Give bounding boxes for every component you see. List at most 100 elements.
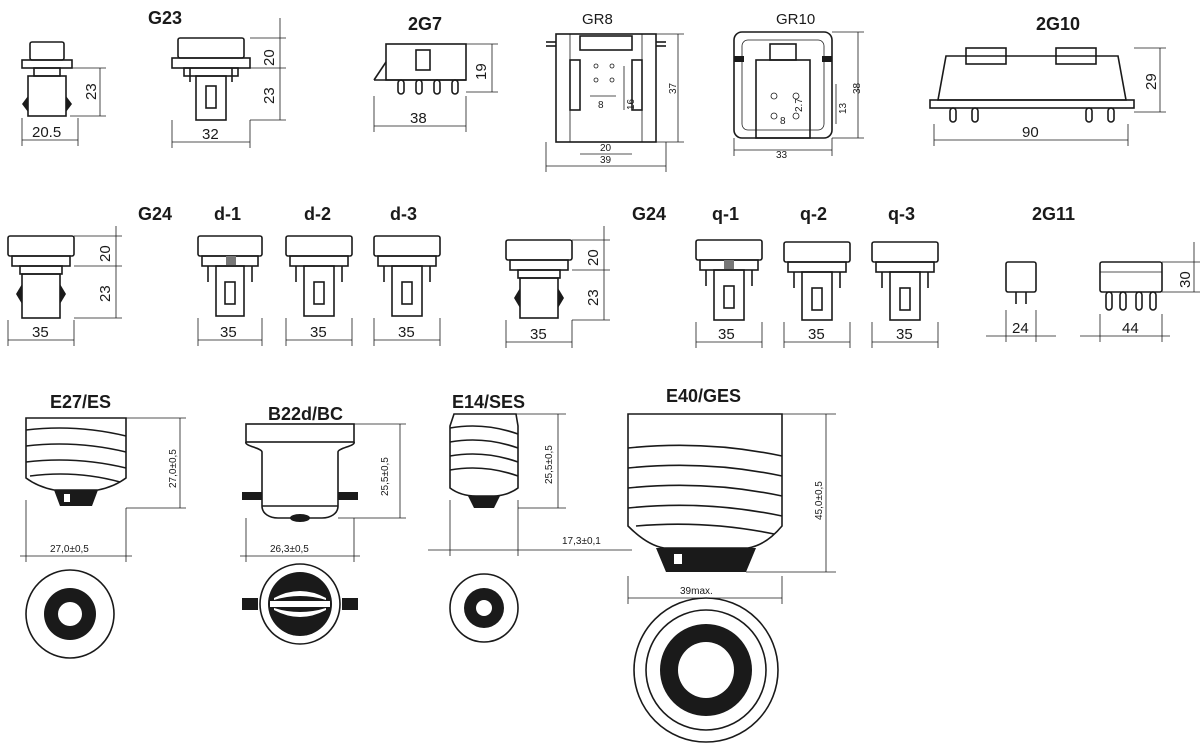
base-title: G23 (148, 8, 182, 28)
base-2g11: 2G11 24 44 30 (986, 204, 1200, 342)
base-title: G24 (632, 204, 666, 224)
dimension-label: 32 (202, 126, 219, 143)
dimension-label: 39max. (680, 586, 713, 597)
base-e27: E27/ES 27,0±0,5 27,0±0,5 (20, 392, 186, 659)
dimension-label: 35 (808, 326, 825, 343)
dimension-label: 90 (1022, 124, 1039, 141)
dimension-label: 20.5 (32, 124, 61, 141)
dimension-label: 25,5±0,5 (380, 457, 391, 496)
base-title: d-1 (214, 204, 241, 224)
base-title: E40/GES (666, 386, 741, 406)
base-title: 2G10 (1036, 14, 1080, 34)
base-g23: G23 20.5 23 32 (21, 8, 286, 148)
dimension-label: 44 (1122, 320, 1139, 337)
dimension-label: 20 (585, 249, 602, 266)
base-drawing (25, 417, 127, 506)
dimension-label: 8 (598, 100, 604, 111)
base-drawing (1005, 261, 1163, 311)
dimension-label: 35 (896, 326, 913, 343)
dimension-label: 19 (473, 63, 490, 80)
dimension-label: 23 (83, 83, 100, 100)
base-drawing (695, 239, 763, 321)
dimension-label: 35 (310, 324, 327, 341)
dimension-label: 37 (668, 82, 679, 94)
dimension-label: 25,5±0,5 (544, 445, 555, 484)
dimension-label: 45,0±0,5 (814, 481, 825, 520)
dimension-label: 16 (626, 98, 637, 110)
base-drawing (171, 37, 251, 121)
base-q-3: q-3 35 (871, 204, 939, 348)
base-drawing (546, 33, 666, 143)
base-title: q-3 (888, 204, 915, 224)
base-drawing (373, 43, 467, 95)
base-title: GR8 (582, 11, 613, 28)
base-d-3: d-3 35 (373, 204, 441, 346)
dimension-label: 35 (32, 324, 49, 341)
base-title: q-1 (712, 204, 739, 224)
dimension-label: 39 (600, 155, 612, 166)
base-gr10: GR10 2.7 8 13 38 33 (733, 11, 864, 161)
base-drawing (285, 235, 353, 317)
base-drawing (21, 41, 73, 117)
base-title: GR10 (776, 11, 815, 28)
dimension-label: 23 (97, 285, 114, 302)
dimension-label: 27,0±0,5 (168, 449, 179, 488)
base-q-1: q-1 35 (695, 204, 763, 348)
base-2g7: 2G7 38 19 (373, 14, 498, 132)
dimension-label: 13 (838, 102, 849, 114)
dimension-label: 35 (220, 324, 237, 341)
base-drawing (929, 47, 1135, 123)
dimension-label: 23 (261, 87, 278, 104)
base-e40: E40/GES 45,0±0,5 39max. (627, 386, 836, 743)
base-socket-view (633, 597, 779, 743)
base-socket-view (25, 569, 115, 659)
base-g24: G24 35 20 23 (7, 204, 172, 346)
base-title: 2G7 (408, 14, 442, 34)
base-drawing (373, 235, 441, 317)
dimension-label: 20 (261, 49, 278, 66)
base-socket-view (449, 573, 519, 643)
dimension-label: 20 (600, 143, 612, 154)
base-title: E27/ES (50, 392, 111, 412)
base-q-2: q-2 35 (783, 204, 851, 348)
base-title: d-3 (390, 204, 417, 224)
base-drawing (7, 235, 75, 319)
base-title: E14/SES (452, 392, 525, 412)
dimension-label: 29 (1143, 73, 1160, 90)
dimension-label: 23 (585, 289, 602, 306)
dimension-label: 33 (776, 150, 788, 161)
base-gr8: GR8 8 16 20 39 37 (545, 11, 684, 172)
dimension-label: 2.7 (794, 98, 805, 112)
base-title: B22d/BC (268, 404, 343, 424)
dimension-label: 30 (1177, 271, 1194, 288)
dimension-label: 27,0±0,5 (50, 544, 89, 555)
base-drawing (783, 241, 851, 321)
base-drawing (242, 423, 358, 522)
base-title: q-2 (800, 204, 827, 224)
base-drawing (627, 413, 783, 572)
dimension-label: 26,3±0,5 (270, 544, 309, 555)
base-title: d-2 (304, 204, 331, 224)
dimension-label: 38 (410, 110, 427, 127)
base-d-1: d-1 35 (197, 204, 263, 346)
base-drawing (505, 239, 573, 319)
dimension-label: 17,3±0,1 (562, 536, 601, 547)
base-socket-view (242, 563, 358, 645)
base-drawing (733, 31, 833, 139)
dimension-label: 20 (97, 245, 114, 262)
dimension-label: 35 (718, 326, 735, 343)
base-drawing (871, 241, 939, 321)
base-g24: G24 35 20 23 (505, 204, 666, 348)
base-d-2: d-2 35 (285, 204, 353, 346)
dimension-label: 24 (1012, 320, 1029, 337)
base-title: 2G11 (1032, 204, 1075, 224)
base-drawing (197, 235, 263, 317)
base-b22d: B22d/BC 25,5±0,5 26,3±0,5 (240, 404, 406, 645)
base-e14: E14/SES 25,5±0,5 17,3±0,1 (428, 392, 632, 643)
dimension-label: 35 (398, 324, 415, 341)
base-2g10: 2G10 90 29 (929, 14, 1166, 146)
base-drawing (449, 413, 519, 508)
dimension-label: 35 (530, 326, 547, 343)
dimension-label: 38 (852, 82, 863, 94)
